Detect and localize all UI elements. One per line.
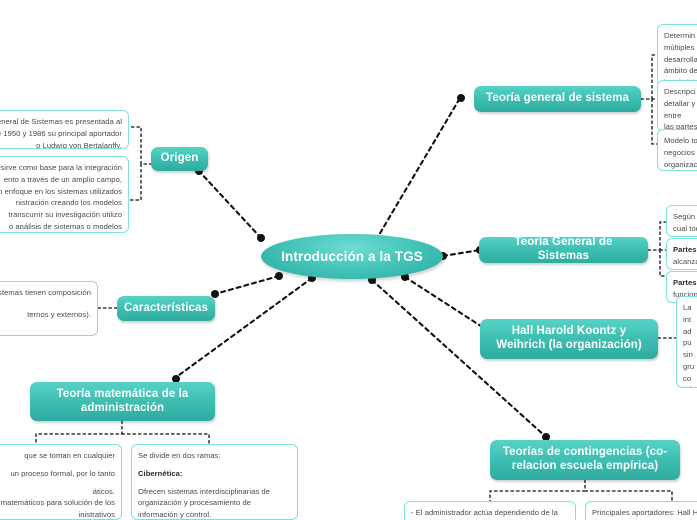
leaf-tgs2-partes-internas: Partes i alcanza a [666, 238, 697, 270]
branch-teoria-general-de-sistemas[interactable]: Teoría General de Sistemas [479, 236, 648, 263]
root-node[interactable]: Introducción a la TGS [261, 234, 443, 279]
leaf-contingencias-aportadores: Principales aportadores: Hall H Weihrich [585, 501, 697, 520]
branch-origen[interactable]: Origen [151, 147, 208, 171]
leaf-line: ternos y externos). [27, 309, 91, 319]
leaf-line: o Ludwig von Bertalanffy. [36, 140, 122, 149]
leaf-line: Partes e [673, 277, 697, 289]
branch-label: Hall Harold Koontz y Weihrich (la organi… [496, 325, 642, 351]
leaf-origen-bertalanffy: eneral de Sistemas es presentada al re 1… [0, 110, 129, 149]
branch-label: Características [124, 301, 208, 314]
connector-origen-box1 [128, 126, 153, 165]
leaf-line: ento a través de un amplio campo, [3, 174, 122, 184]
leaf-spacer [0, 299, 91, 309]
leaf-line: nistración creando los modelos [15, 198, 122, 208]
leaf-tgs-modelo: Modelo to negocios organizac [657, 129, 697, 171]
leaf-line: Descripci [664, 87, 696, 96]
leaf-line: inistrativos [78, 510, 115, 520]
leaf-koontz-la-organizacion: La int ad pu sin gru co inf [676, 296, 697, 388]
leaf-line: Se divide en dos ramas: [138, 451, 221, 460]
connector-matematica-box2 [121, 433, 210, 445]
leaf-line: inf [683, 384, 697, 387]
leaf-line: - El administrador actúa dependiendo de … [411, 508, 558, 517]
leaf-line: funcion [673, 289, 697, 299]
branch-label: Origen [160, 152, 199, 165]
leaf-line: alcanza a [673, 256, 697, 266]
leaf-matematica-ramas: Se divide en dos ramas: Cibernética: Ofr… [131, 444, 298, 520]
leaf-tgs2-segun: Según e cual tod [666, 205, 697, 237]
leaf-line: áticos. [92, 486, 115, 496]
leaf-line-bold: Partes i [673, 245, 697, 254]
connector-root-origen [196, 168, 263, 240]
connector-contingencias-box2 [584, 490, 673, 502]
leaf-line: n enfoque en los sistemas utilizados [0, 186, 122, 196]
leaf-tgs-descripcion: Descripci detallar y entre las partes [657, 80, 697, 132]
branch-teoria-matematica[interactable]: Teoría matemática de la administración [30, 382, 215, 421]
leaf-line: Ofrecen sistemas interdisciplinarias de … [138, 486, 270, 520]
connector-origen-box2 [128, 163, 142, 201]
leaf-line: múltiples [664, 42, 695, 52]
connector-root-caracteristicas [213, 274, 281, 296]
leaf-line: cual tod [673, 223, 697, 233]
branch-label: Teoría general de sistema [486, 92, 629, 105]
leaf-line: que se toman en cualquier [24, 451, 115, 460]
connector-tgs2-box1 [647, 221, 667, 251]
branch-label: Teoría matemática de la administración [56, 387, 189, 414]
connector-tgs1-box1 [640, 54, 658, 100]
leaf-origen-integracion: n sirve como base para la integración en… [0, 156, 129, 233]
branch-label: Teoría General de Sistemas [514, 236, 613, 262]
leaf-line: La [683, 303, 692, 312]
leaf-line: ámbito de [664, 66, 697, 76]
leaf-line: un proceso formal, por lo tanto [10, 468, 115, 478]
leaf-line: Determin [664, 31, 696, 40]
leaf-line: transcurrir su investigación utilizo [8, 210, 122, 220]
leaf-line: Principales aportadores: Hall H [592, 507, 697, 519]
leaf-contingencias-administrador: - El administrador actúa dependiendo de … [404, 501, 576, 520]
leaf-line: Según e [673, 212, 697, 221]
leaf-line: las partes [664, 122, 697, 132]
connector-contingencias-box1 [489, 479, 586, 502]
leaf-line: re 1950 y 1986 su principal aportador [0, 128, 122, 138]
connector-root-tgs2 [441, 248, 482, 258]
branch-caracteristicas[interactable]: Características [117, 296, 215, 321]
branch-hall-harold-koontz[interactable]: Hall Harold Koontz y Weihrich (la organi… [480, 319, 658, 359]
leaf-line-bold: Cibernética: [138, 468, 183, 478]
leaf-line: co [683, 373, 692, 383]
connector-matematica-box1 [35, 420, 123, 445]
leaf-tgs-determina: Determin múltiples desarrolla ámbito de … [657, 24, 697, 86]
leaf-matematica-decisiones: que se toman en cualquier un proceso for… [0, 444, 122, 520]
leaf-line: os matemáticos para solución de los [0, 498, 115, 508]
connector-root-koontz [403, 275, 489, 332]
leaf-line: negocios [664, 147, 695, 157]
branch-teoria-general-de-sistema[interactable]: Teoría general de sistema [474, 86, 641, 112]
leaf-line: organizac [664, 159, 697, 169]
leaf-line: ad [683, 326, 692, 336]
leaf-line: o análisis de sistemas o modelos [8, 221, 122, 231]
leaf-line: istemas tienen composición [0, 288, 91, 297]
branch-label: Teorías de contingencias (co-relacion es… [502, 446, 668, 472]
connector-root-tgs1 [374, 96, 462, 242]
leaf-line: int [683, 314, 692, 324]
leaf-line: pu [683, 338, 692, 348]
leaf-line: gru [683, 361, 695, 371]
leaf-line: sin [683, 350, 693, 360]
leaf-line: Cibernética: [138, 468, 291, 480]
leaf-line-bold: Partes e [673, 278, 697, 287]
leaf-line: Partes i [673, 244, 697, 256]
leaf-line: n sirve como base para la integración [0, 163, 122, 172]
leaf-line: eneral de Sistemas es presentada al [0, 117, 122, 126]
leaf-line: entre [664, 110, 682, 120]
leaf-line: detallar y [664, 98, 696, 108]
root-node-label: Introducción a la TGS [281, 248, 423, 264]
connector-root-matematica [173, 276, 314, 380]
leaf-line-text: Principales aportadores: Hall H [592, 508, 697, 517]
leaf-line: desarrolla [664, 54, 697, 64]
leaf-caracteristicas-detalle: istemas tienen composición ternos y exte… [0, 281, 98, 336]
leaf-line: Modelo to [664, 136, 697, 145]
branch-teorias-de-contingencias[interactable]: Teorías de contingencias (co-relacion es… [490, 440, 680, 480]
